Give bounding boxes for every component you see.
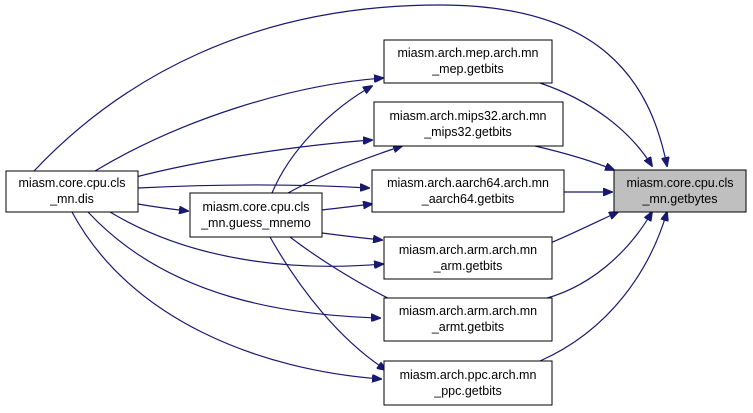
node-getbytes[interactable]: miasm.core.cpu.cls _mn.getbytes — [613, 169, 747, 213]
node-getbytes-line2: _mn.getbytes — [641, 192, 717, 206]
node-mep-line2: _mep.getbits — [431, 62, 504, 76]
node-dis-line2: _mn.dis — [49, 192, 94, 206]
node-dis[interactable]: miasm.core.cpu.cls _mn.dis — [5, 170, 139, 213]
edge-guess-mnemo-to-aarch64 — [321, 204, 372, 211]
edge-guess-mnemo-to-mep — [271, 86, 372, 194]
node-dis-line1: miasm.core.cpu.cls — [19, 176, 126, 190]
node-mips32-line2: _mips32.getbits — [423, 125, 512, 139]
node-ppc-line1: miasm.arch.ppc.arch.mn — [400, 368, 537, 382]
edge-dis-to-mips32 — [131, 140, 372, 179]
node-arm-line1: miasm.arch.arm.arch.mn — [399, 243, 537, 257]
edge-dis-to-aarch64 — [137, 185, 369, 188]
node-guess-mnemo[interactable]: miasm.core.cpu.cls _mn.guess_mnemo — [189, 192, 323, 238]
node-ppc[interactable]: miasm.arch.ppc.arch.mn _ppc.getbits — [383, 360, 553, 406]
edge-dis-to-armt — [87, 211, 380, 318]
edge-dis-to-ppc — [71, 211, 381, 379]
node-arm[interactable]: miasm.arch.arm.arch.mn _arm.getbits — [383, 236, 553, 280]
edge-ppc-to-getbytes — [539, 212, 667, 362]
edge-dis-to-guess-mnemo — [137, 203, 188, 211]
edge-dis-to-mep — [94, 78, 383, 172]
edge-dis-to-getbytes — [33, 4, 667, 172]
edge-armt-to-getbytes — [534, 212, 652, 302]
node-getbytes-line1: miasm.core.cpu.cls — [627, 176, 734, 190]
node-mep[interactable]: miasm.arch.mep.arch.mn _mep.getbits — [383, 39, 553, 84]
edge-guess-mnemo-to-mips32 — [287, 146, 402, 194]
node-mips32-line1: miasm.arch.mips32.arch.mn — [390, 109, 547, 123]
node-arm-line2: _arm.getbits — [433, 259, 503, 273]
node-guess-mnemo-line1: miasm.core.cpu.cls — [203, 200, 310, 214]
node-mips32[interactable]: miasm.arch.mips32.arch.mn _mips32.getbit… — [373, 101, 564, 147]
edge-mips32-to-getbytes — [534, 145, 614, 170]
node-ppc-line2: _ppc.getbits — [433, 384, 501, 398]
edge-guess-mnemo-to-arm — [321, 232, 382, 240]
edge-guess-mnemo-to-ppc — [269, 236, 386, 370]
node-mep-line1: miasm.arch.mep.arch.mn — [397, 46, 538, 60]
edge-dis-to-arm — [109, 211, 383, 266]
node-aarch64-line2: _aarch64.getbits — [421, 192, 514, 206]
node-armt-line1: miasm.arch.arm.arch.mn — [399, 304, 537, 318]
edge-mep-to-getbytes — [539, 82, 652, 166]
node-aarch64-line1: miasm.arch.aarch64.arch.mn — [387, 176, 549, 190]
node-armt[interactable]: miasm.arch.arm.arch.mn _armt.getbits — [383, 297, 553, 342]
node-guess-mnemo-line2: _mn.guess_mnemo — [200, 216, 311, 230]
node-aarch64[interactable]: miasm.arch.aarch64.arch.mn _aarch64.getb… — [371, 169, 565, 213]
node-armt-line2: _armt.getbits — [431, 320, 504, 334]
